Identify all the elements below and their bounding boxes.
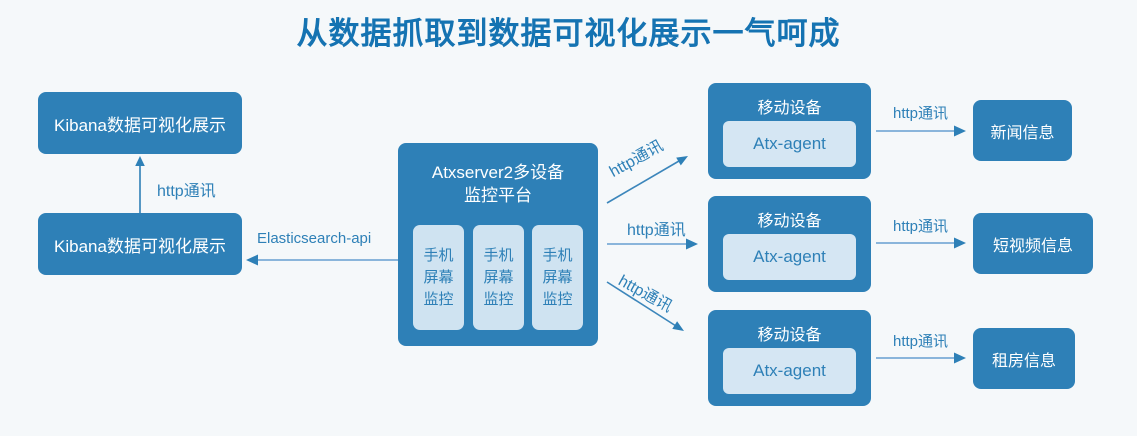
page-title: 从数据抓取到数据可视化展示一气呵成: [296, 16, 841, 51]
rental-info-label: 租房信息: [991, 352, 1056, 370]
node-atx-agent-2: Atx-agent: [723, 234, 856, 280]
device-1-title: 移动设备: [757, 100, 822, 117]
arrow-http-diagonal-up: [606, 156, 688, 204]
label-http-link-2: http通讯: [893, 218, 949, 235]
arrow-http-branch-1: [876, 125, 966, 137]
device-3-title: 移动设备: [757, 327, 822, 344]
arrow-http-horizontal: [607, 238, 698, 250]
label-http-vertical: http通讯: [157, 183, 216, 200]
arrow-http-vertical-up: [135, 156, 145, 213]
monitor-3-line3: 监控: [542, 290, 573, 308]
monitor-1-line2: 屏幕: [423, 268, 454, 286]
node-mobile-device-3: 移动设备 Atx-agent: [708, 310, 871, 406]
node-kibana-top: Kibana数据可视化展示: [38, 92, 242, 154]
label-http-link-3: http通讯: [893, 333, 949, 350]
arrow-elasticsearch-api: [246, 254, 398, 266]
monitor-2-line3: 监控: [483, 290, 514, 308]
node-phone-screen-monitor-2: 手机 屏幕 监控: [473, 225, 524, 330]
platform-title-line1: Atxserver2多设备: [431, 163, 565, 182]
arrow-http-branch-2: [876, 237, 966, 249]
node-atxserver2-platform: Atxserver2多设备 监控平台 手机 屏幕 监控 手机 屏幕 监控 手机 …: [398, 143, 598, 346]
monitor-2-line2: 屏幕: [483, 268, 514, 286]
node-short-video-info: 短视频信息: [973, 213, 1093, 274]
node-mobile-device-1: 移动设备 Atx-agent: [708, 83, 871, 179]
atx-agent-1-label: Atx-agent: [753, 134, 826, 153]
node-phone-screen-monitor-1: 手机 屏幕 监控: [413, 225, 464, 330]
monitor-3-line2: 屏幕: [542, 268, 573, 286]
node-atx-agent-1: Atx-agent: [723, 121, 856, 167]
label-http-link-1: http通讯: [893, 105, 949, 122]
node-kibana-bottom-label: Kibana数据可视化展示: [54, 236, 226, 256]
monitor-3-line1: 手机: [542, 246, 573, 264]
node-atx-agent-3: Atx-agent: [723, 348, 856, 394]
node-kibana-top-label: Kibana数据可视化展示: [54, 115, 226, 135]
label-http-branch-2: http通讯: [627, 222, 686, 239]
node-kibana-bottom: Kibana数据可视化展示: [38, 213, 242, 275]
platform-title-line2: 监控平台: [464, 186, 532, 205]
atx-agent-2-label: Atx-agent: [753, 247, 826, 266]
monitor-2-line1: 手机: [483, 246, 514, 264]
node-news-info: 新闻信息: [973, 100, 1072, 161]
platform-title: Atxserver2多设备 监控平台: [398, 161, 598, 207]
monitor-1-line3: 监控: [423, 290, 454, 308]
short-video-info-label: 短视频信息: [992, 237, 1073, 255]
news-info-label: 新闻信息: [990, 124, 1055, 142]
label-elasticsearch-api: Elasticsearch-api: [257, 230, 372, 247]
atx-agent-3-label: Atx-agent: [753, 361, 826, 380]
monitor-1-line1: 手机: [423, 246, 454, 264]
arrow-http-branch-3: [876, 352, 966, 364]
arrow-http-diagonal-down: [606, 281, 684, 331]
device-2-title: 移动设备: [757, 213, 822, 230]
node-rental-info: 租房信息: [973, 328, 1075, 389]
node-phone-screen-monitor-3: 手机 屏幕 监控: [532, 225, 583, 330]
node-mobile-device-2: 移动设备 Atx-agent: [708, 196, 871, 292]
